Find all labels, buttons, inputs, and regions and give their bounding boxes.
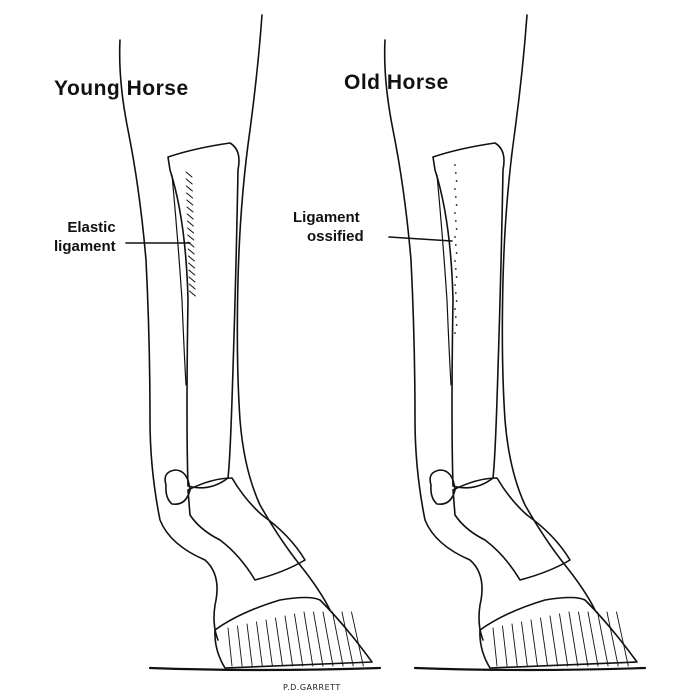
young-hoof-stripe bbox=[266, 620, 272, 666]
young-ligament-hatch bbox=[186, 186, 192, 191]
ligament-ossified-label: Ligament ossified bbox=[293, 208, 364, 246]
old-ligament-dots bbox=[455, 292, 457, 294]
old-ligament-dots bbox=[455, 268, 457, 270]
old-ligament-dots bbox=[454, 164, 456, 166]
old-ligament-dots bbox=[456, 252, 458, 254]
young-leg-outline-left bbox=[120, 40, 218, 640]
old-ligament-dots bbox=[454, 236, 456, 238]
old-hoof-stripe bbox=[541, 618, 548, 666]
old-sesamoid bbox=[430, 470, 455, 504]
young-ligament-hatch bbox=[186, 172, 192, 177]
young-leg-outline-right bbox=[237, 15, 330, 610]
ligament-ossified-label-line1: Ligament bbox=[293, 208, 364, 227]
young-ligament-hatch bbox=[188, 256, 194, 261]
young-leg bbox=[120, 15, 380, 670]
young-ligament-hatch bbox=[187, 193, 193, 198]
old-hoof-stripe bbox=[512, 624, 517, 666]
old-pastern-bone bbox=[453, 478, 570, 580]
young-ligament-hatch bbox=[187, 221, 193, 226]
young-hoof-stripe bbox=[304, 612, 313, 666]
young-ligament-hatch bbox=[188, 228, 194, 233]
young-ligament-hatch bbox=[189, 270, 195, 275]
young-hoof-stripe bbox=[352, 612, 364, 666]
old-hoof-stripe bbox=[579, 612, 588, 666]
young-ligament-hatch bbox=[189, 284, 195, 289]
young-hoof-stripe bbox=[257, 622, 263, 666]
young-ground-line bbox=[150, 668, 380, 670]
old-ligament-dots bbox=[456, 324, 458, 326]
old-hoof-stripe bbox=[493, 628, 497, 666]
old-ligament-dots bbox=[456, 300, 458, 302]
young-hoof-stripe bbox=[247, 624, 252, 666]
young-hoof-stripe bbox=[228, 628, 232, 666]
old-ligament-dots bbox=[455, 172, 457, 174]
elastic-ligament-label-line1: Elastic bbox=[40, 218, 116, 237]
young-ligament-hatch bbox=[189, 277, 195, 282]
old-ligament-dots bbox=[456, 276, 458, 278]
young-cannon-bone bbox=[168, 143, 239, 488]
young-ligament-hatch bbox=[187, 214, 193, 219]
young-horse-title: Young Horse bbox=[54, 77, 189, 101]
young-ligament-hatch bbox=[186, 179, 192, 184]
old-ligament-dots bbox=[454, 212, 456, 214]
young-ligament-hatch bbox=[189, 291, 195, 296]
old-hoof-stripe bbox=[588, 612, 598, 666]
young-hoof-stripe bbox=[314, 612, 323, 666]
young-hoof-stripe bbox=[323, 612, 333, 666]
old-leg-outline-right bbox=[502, 15, 595, 610]
old-ground-line bbox=[415, 668, 645, 670]
ligament-ossified-label-line2: ossified bbox=[293, 227, 364, 246]
old-ligament-dots bbox=[456, 204, 458, 206]
young-ligament-hatch bbox=[188, 249, 194, 254]
old-ligament-dots bbox=[455, 220, 457, 222]
old-ligament-dots bbox=[454, 308, 456, 310]
old-hoof-stripe bbox=[569, 612, 578, 666]
old-hoof-stripe bbox=[607, 612, 618, 666]
old-hoof-stripe bbox=[560, 614, 568, 666]
old-ligament-dots bbox=[456, 180, 458, 182]
old-cannon-bone bbox=[433, 143, 504, 488]
old-ligament-dots bbox=[455, 316, 457, 318]
young-sesamoid bbox=[165, 470, 190, 504]
old-ligament-dots bbox=[454, 260, 456, 262]
young-hoof-stripe bbox=[276, 618, 283, 666]
young-ligament-hatch bbox=[188, 235, 194, 240]
old-hoof-stripe bbox=[522, 622, 528, 666]
old-hoof-stripe bbox=[550, 616, 558, 666]
old-hoof-stripe bbox=[503, 626, 508, 666]
old-ligament-dots bbox=[455, 196, 457, 198]
old-leg-outline-left bbox=[385, 40, 483, 640]
young-pastern-bone bbox=[188, 478, 305, 580]
elastic-ligament-label-line2: ligament bbox=[40, 237, 116, 256]
old-leg bbox=[385, 15, 645, 670]
old-ligament-dots bbox=[454, 332, 456, 334]
old-ligament-dots bbox=[456, 228, 458, 230]
young-hoof-stripe bbox=[285, 616, 293, 666]
old-ligament-dots bbox=[454, 188, 456, 190]
old-hoof-stripe bbox=[617, 612, 629, 666]
old-ligament-dots bbox=[454, 284, 456, 286]
young-ligament-hatch bbox=[189, 263, 195, 268]
young-ligament-hatch bbox=[187, 200, 193, 205]
elastic-ligament-label: Elastic ligament bbox=[40, 218, 116, 256]
old-ligament-dots bbox=[455, 244, 457, 246]
young-hoof-stripe bbox=[238, 626, 243, 666]
artist-signature: P.D.GARRETT bbox=[283, 683, 341, 692]
old-hoof-stripe bbox=[531, 620, 537, 666]
young-ligament-hatch bbox=[187, 207, 193, 212]
old-horse-title: Old Horse bbox=[344, 71, 449, 95]
young-hoof-stripe bbox=[342, 612, 353, 666]
young-hoof-stripe bbox=[295, 614, 303, 666]
